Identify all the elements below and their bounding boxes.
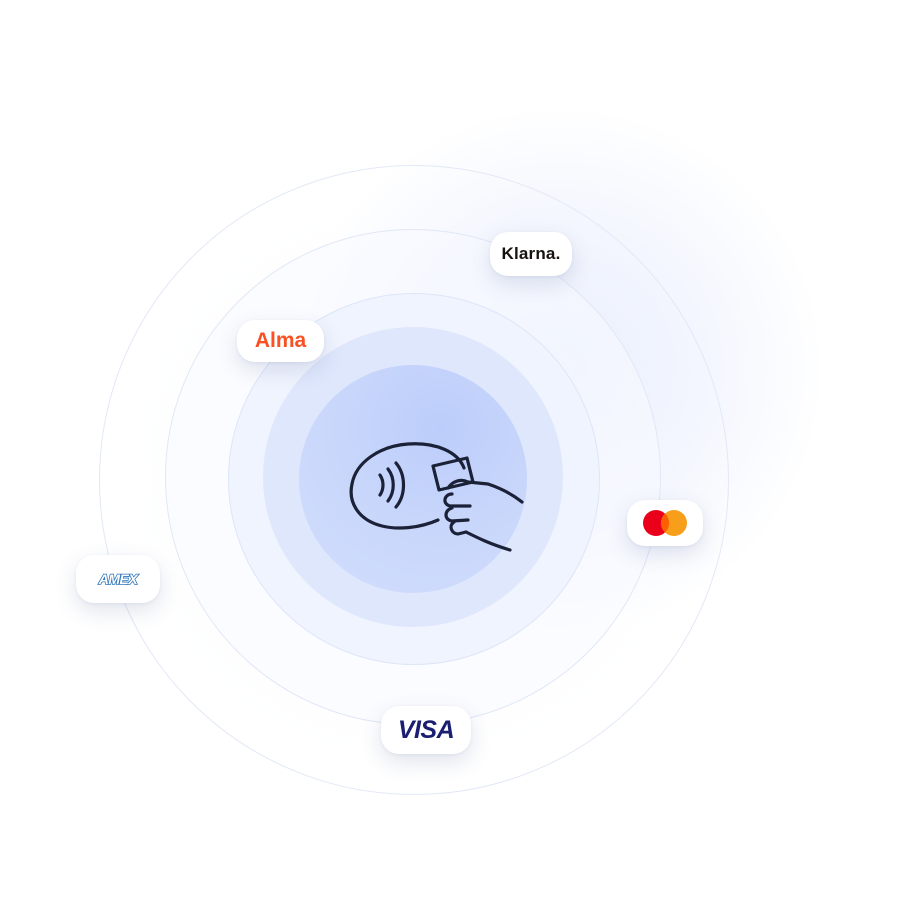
hand-shape (446, 478, 524, 504)
mastercard-overlap (660, 513, 670, 533)
visa-logo: VISA (397, 715, 455, 744)
klarna-badge: Klarna. (490, 232, 572, 276)
wave-medium (386, 467, 395, 503)
card-shape (431, 456, 475, 492)
visa-badge: VISA (381, 706, 471, 754)
klarna-logo: Klarna. (501, 244, 561, 263)
terminal-circle (349, 442, 466, 530)
mastercard-badge (627, 500, 703, 546)
amex-logo: AMEX (98, 570, 139, 588)
mastercard-logo-icon (643, 510, 687, 536)
center-disc (299, 365, 527, 593)
alma-logo: Alma (254, 329, 307, 352)
finger-3 (449, 520, 468, 536)
finger-2 (444, 506, 470, 523)
palm-base (464, 530, 512, 552)
contactless-payment-icon (349, 442, 524, 552)
wave-large (394, 461, 406, 509)
alma-badge: Alma (237, 320, 324, 362)
amex-badge: AMEX (76, 555, 160, 603)
mastercard-left-circle (643, 510, 669, 536)
finger-1 (443, 492, 472, 508)
wave-small (378, 473, 385, 497)
mastercard-right-circle (661, 510, 687, 536)
